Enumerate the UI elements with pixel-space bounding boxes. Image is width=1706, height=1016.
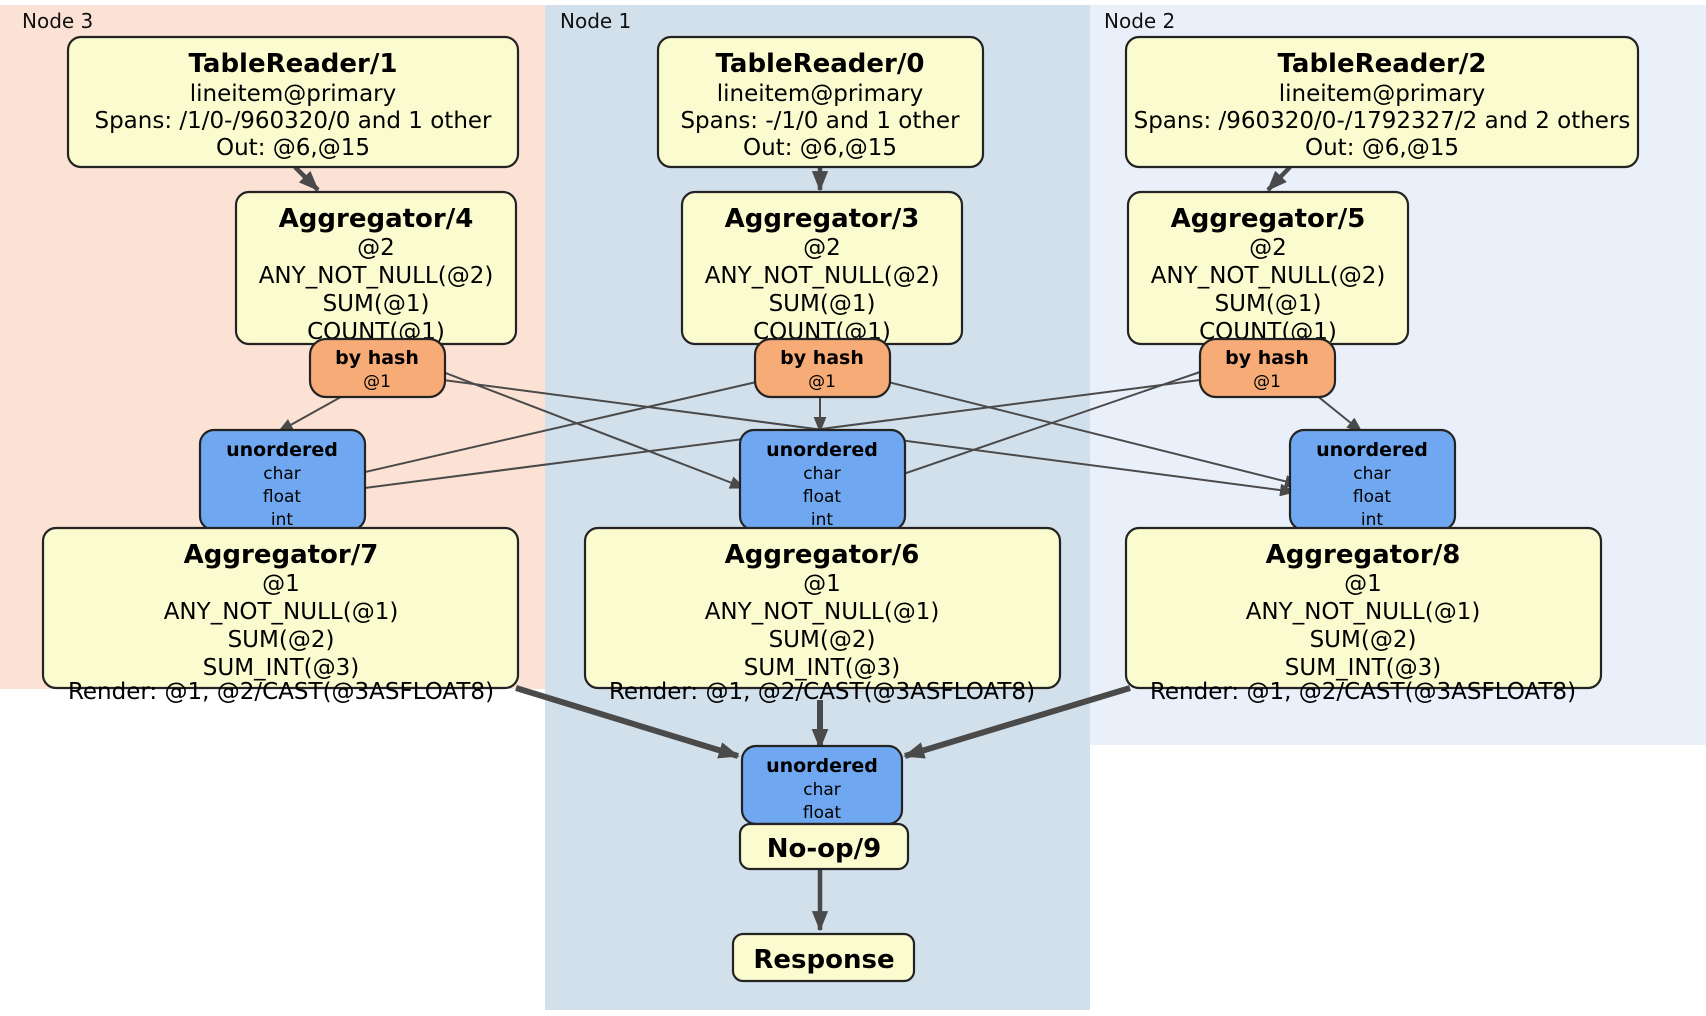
box-line: SUM(@1)	[769, 291, 876, 317]
box-aggregator4[interactable]: Aggregator/4 @2 ANY_NOT_NULL(@2) SUM(@1)…	[234, 190, 518, 346]
node-panel-label-node2: Node 2	[1104, 9, 1175, 33]
box-title: unordered	[226, 439, 338, 461]
box-line: SUM(@1)	[323, 291, 430, 317]
box-line: SUM(@2)	[769, 627, 876, 653]
box-line: ANY_NOT_NULL(@1)	[164, 599, 399, 625]
box-line: @2	[1249, 235, 1287, 261]
box-title: Aggregator/5	[1171, 204, 1366, 234]
box-noop9[interactable]: No-op/9	[738, 822, 910, 871]
box-line: ANY_NOT_NULL(@2)	[1151, 263, 1386, 289]
box-tablereader1[interactable]: TableReader/1 lineitem@primary Spans: /1…	[66, 35, 520, 169]
box-line: @1	[808, 372, 836, 392]
box-line: SUM_INT(@3)	[1285, 655, 1441, 681]
node-panel-label-node1: Node 1	[560, 9, 631, 33]
box-line: Spans: -/1/0 and 1 other	[680, 108, 960, 134]
box-line: @1	[262, 571, 300, 597]
box-unordered-right[interactable]: unordered char float int	[1288, 428, 1457, 532]
edge-byhash-mid-to-unordered-left	[299, 379, 766, 490]
box-line: SUM_INT(@3)	[203, 655, 359, 681]
box-line: SUM(@2)	[228, 627, 335, 653]
box-line: @2	[803, 235, 841, 261]
box-aggregator6[interactable]: Aggregator/6 @1 ANY_NOT_NULL(@1) SUM(@2)…	[583, 526, 1062, 690]
box-line: float	[263, 487, 302, 507]
box-line: float	[1353, 487, 1392, 507]
box-title: TableReader/0	[716, 49, 925, 79]
edge-aggregator7-to-unordered-final	[515, 685, 740, 759]
box-line: int	[271, 510, 293, 530]
box-title: by hash	[335, 347, 419, 369]
box-line: int	[1361, 510, 1383, 530]
aggregator7-render: Render: @1, @2/CAST(@3ASFLOAT8)	[68, 679, 494, 705]
box-line: lineitem@primary	[717, 81, 923, 107]
box-line: char	[263, 464, 301, 484]
box-title: Aggregator/4	[279, 204, 474, 234]
box-line: @2	[357, 235, 395, 261]
box-title: TableReader/1	[189, 49, 398, 79]
box-line: SUM_INT(@3)	[744, 655, 900, 681]
aggregator6-render: Render: @1, @2/CAST(@3ASFLOAT8)	[609, 679, 1035, 705]
box-line: ANY_NOT_NULL(@2)	[705, 263, 940, 289]
box-aggregator3[interactable]: Aggregator/3 @2 ANY_NOT_NULL(@2) SUM(@1)…	[680, 190, 964, 346]
box-aggregator7[interactable]: Aggregator/7 @1 ANY_NOT_NULL(@1) SUM(@2)…	[41, 526, 520, 690]
edge-tablereader2-to-aggregator5	[1266, 165, 1292, 192]
aggregator8-render: Render: @1, @2/CAST(@3ASFLOAT8)	[1150, 679, 1576, 705]
box-title: unordered	[766, 439, 878, 461]
box-aggregator8[interactable]: Aggregator/8 @1 ANY_NOT_NULL(@1) SUM(@2)…	[1124, 526, 1603, 690]
box-byhash-mid[interactable]: by hash @1	[753, 337, 892, 399]
box-line: ANY_NOT_NULL(@1)	[1246, 599, 1481, 625]
box-line: @1	[1344, 571, 1382, 597]
box-line: lineitem@primary	[190, 81, 396, 107]
edge-aggregator8-to-unordered-final	[903, 685, 1131, 759]
box-aggregator5[interactable]: Aggregator/5 @2 ANY_NOT_NULL(@2) SUM(@1)…	[1126, 190, 1410, 346]
box-title: unordered	[766, 755, 878, 777]
box-unordered-mid[interactable]: unordered char float int	[738, 428, 907, 532]
box-line: Out: @6,@15	[1305, 135, 1459, 161]
box-line: char	[803, 464, 841, 484]
box-title: TableReader/2	[1278, 49, 1487, 79]
box-title: Response	[753, 945, 894, 975]
box-title: Aggregator/7	[184, 540, 379, 570]
box-line: Spans: /960320/0-/1792327/2 and 2 others	[1134, 108, 1631, 134]
box-line: Spans: /1/0-/960320/0 and 1 other	[94, 108, 492, 134]
edge-byhash-mid-to-unordered-right	[879, 379, 1301, 488]
box-title: Aggregator/3	[725, 204, 920, 234]
box-line: SUM(@2)	[1310, 627, 1417, 653]
box-line: SUM(@1)	[1215, 291, 1322, 317]
box-title: by hash	[780, 347, 864, 369]
box-line: Out: @6,@15	[216, 135, 370, 161]
box-line: char	[803, 780, 841, 800]
node-panel-label-node3: Node 3	[22, 9, 93, 33]
box-title: No-op/9	[767, 834, 881, 864]
box-tablereader0[interactable]: TableReader/0 lineitem@primary Spans: -/…	[656, 35, 985, 169]
box-line: @1	[803, 571, 841, 597]
box-line: @1	[363, 372, 391, 392]
box-line: int	[811, 510, 833, 530]
box-title: Aggregator/8	[1266, 540, 1461, 570]
box-line: Out: @6,@15	[743, 135, 897, 161]
box-line: @1	[1253, 372, 1281, 392]
box-line: float	[803, 487, 842, 507]
box-byhash-right[interactable]: by hash @1	[1198, 337, 1337, 399]
box-tablereader2[interactable]: TableReader/2 lineitem@primary Spans: /9…	[1124, 35, 1640, 169]
box-line: ANY_NOT_NULL(@2)	[259, 263, 494, 289]
box-line: lineitem@primary	[1279, 81, 1485, 107]
box-line: ANY_NOT_NULL(@1)	[705, 599, 940, 625]
edge-byhash-left-to-unordered-mid	[442, 371, 746, 489]
box-unordered-final[interactable]: unordered char float	[740, 744, 904, 826]
box-line: char	[1353, 464, 1391, 484]
box-title: Aggregator/6	[725, 540, 920, 570]
box-line: float	[803, 803, 842, 823]
edge-byhash-right-to-unordered-mid	[879, 371, 1201, 484]
box-byhash-left[interactable]: by hash @1	[308, 337, 447, 399]
box-response[interactable]: Response	[731, 932, 916, 983]
box-unordered-left[interactable]: unordered char float int	[198, 428, 367, 532]
edge-tablereader1-to-aggregator4	[293, 165, 320, 192]
box-title: unordered	[1316, 439, 1428, 461]
box-title: by hash	[1225, 347, 1309, 369]
